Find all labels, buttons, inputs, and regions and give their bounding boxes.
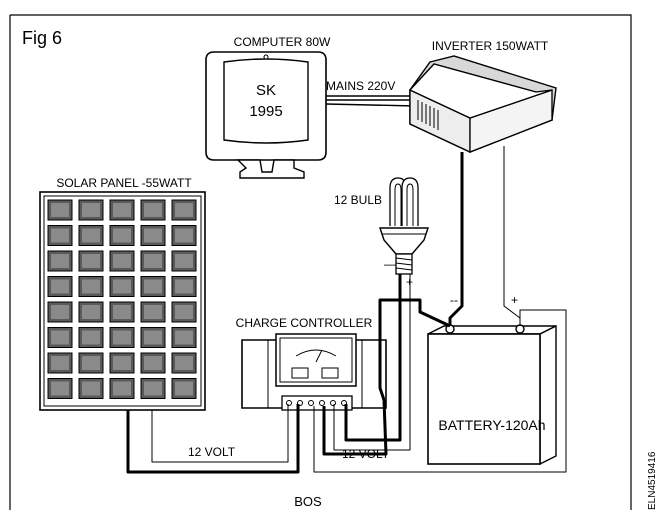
mains-label: MAINS 220V [326, 79, 395, 93]
solar-cell-face [82, 203, 100, 217]
solar-cell-face [82, 305, 100, 319]
computer-monitor-icon [205, 51, 327, 179]
computer-label: COMPUTER 80W [234, 35, 331, 49]
charge-controller-icon [241, 333, 387, 411]
solar-cell-face [51, 254, 69, 268]
wiring [126, 146, 567, 474]
solar-cell-face [113, 305, 131, 319]
solar-cell-face [175, 305, 193, 319]
computer-screen-text-1: SK [256, 82, 276, 99]
solar-cell-face [144, 254, 162, 268]
solar-cell-face [144, 330, 162, 345]
solar-cell-face [51, 330, 69, 345]
solar-cell-face [175, 228, 193, 243]
solar-cell-face [51, 279, 69, 294]
solar-cell-face [144, 356, 162, 370]
solar-cell-face [175, 203, 193, 217]
solar-cell-face [51, 381, 69, 396]
solar-cell-face [113, 330, 131, 345]
solar-panel-label: SOLAR PANEL -55WATT [56, 176, 192, 190]
solar-panel-icon [39, 191, 206, 411]
solar-cell-face [113, 381, 131, 396]
solar-cell-face [82, 254, 100, 268]
wire-label-left: 12 VOLT [188, 445, 236, 459]
computer-screen-text-2: 1995 [249, 103, 282, 120]
bulb-neg-terminal-label: — [384, 257, 396, 271]
solar-cell-face [144, 381, 162, 396]
solar-cell-face [51, 203, 69, 217]
solar-cell-face [82, 330, 100, 345]
solar-cell-face [51, 305, 69, 319]
mains-cable [325, 95, 417, 107]
battery-pos-terminal-label: + [511, 293, 518, 307]
solar-cell-face [82, 381, 100, 396]
solar-cell-face [144, 228, 162, 243]
solar-cell-face [113, 279, 131, 294]
solar-cell-face [144, 203, 162, 217]
figure-frame [9, 14, 632, 510]
solar-cell-face [82, 228, 100, 243]
solar-cell-face [113, 254, 131, 268]
solar-cell-face [51, 356, 69, 370]
inverter-icon [408, 55, 557, 154]
solar-cell-face [175, 254, 193, 268]
solar-cell-face [175, 356, 193, 370]
bos-label: BOS [294, 494, 322, 509]
battery-neg-terminal-label: -- [450, 293, 458, 307]
figure-label: Fig 6 [22, 28, 62, 48]
bulb-label: 12 BULB [334, 193, 382, 207]
solar-cell-face [113, 203, 131, 217]
solar-cell-face [175, 381, 193, 396]
battery-label: BATTERY-120Ah [438, 417, 545, 433]
solar-cell-face [144, 305, 162, 319]
solar-cell-face [113, 228, 131, 243]
charge-controller-label: CHARGE CONTROLLER [236, 316, 373, 330]
ref-code: ELN4519416 [647, 451, 658, 510]
inverter-label: INVERTER 150WATT [432, 39, 549, 53]
solar-cell-face [175, 330, 193, 345]
solar-cell-face [51, 228, 69, 243]
cfl-bulb-icon [379, 177, 429, 275]
solar-cell-face [175, 279, 193, 294]
wire-label-right: 12 VOLT [342, 447, 390, 461]
solar-cell-face [113, 356, 131, 370]
solar-cell-face [82, 279, 100, 294]
battery-icon [427, 324, 557, 466]
solar-cell-face [144, 279, 162, 294]
solar-cell-face [82, 356, 100, 370]
